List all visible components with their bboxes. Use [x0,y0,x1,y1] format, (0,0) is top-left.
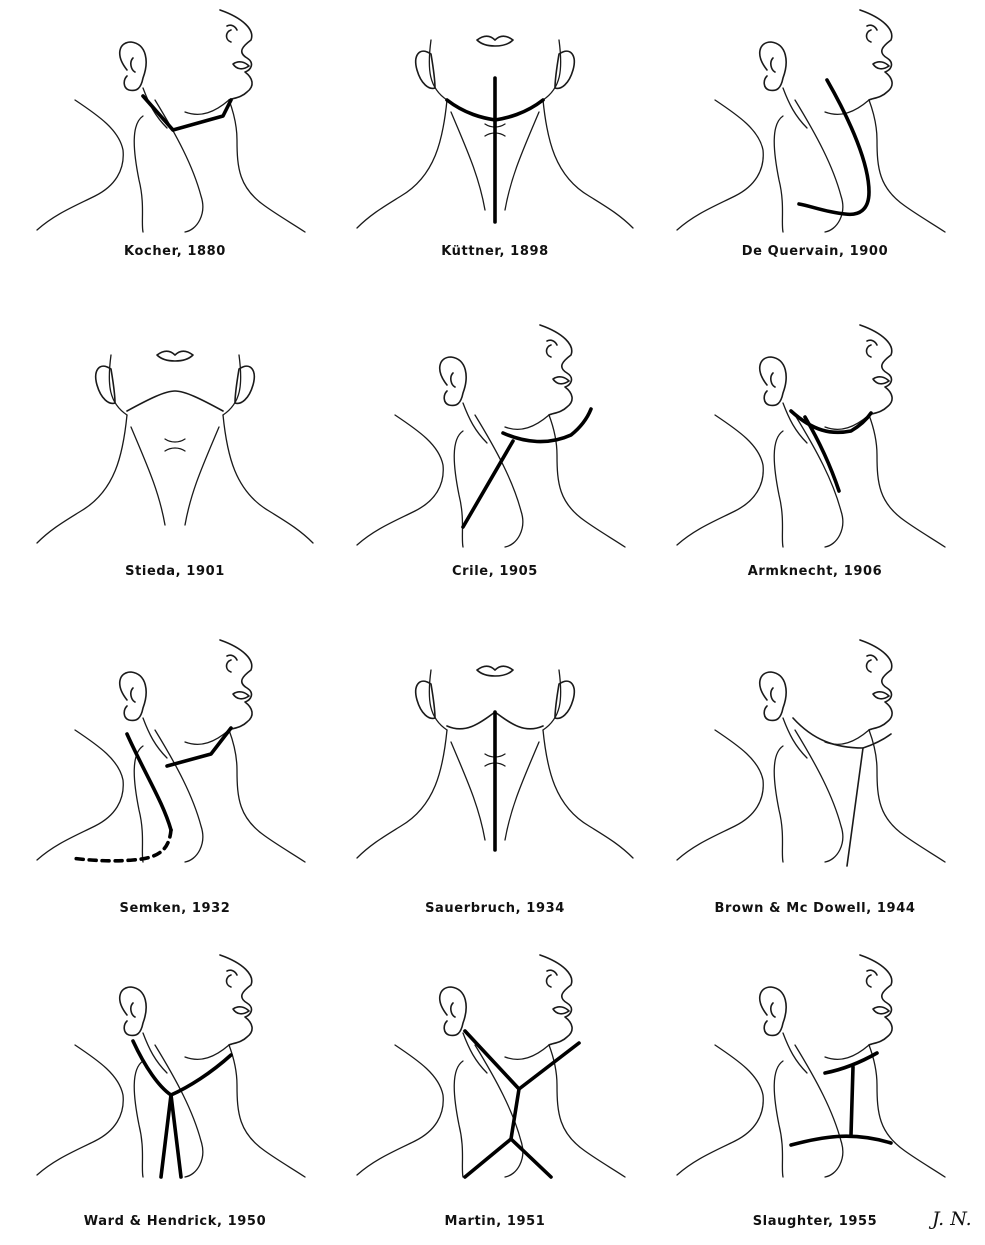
panel-sauerbruch: Sauerbruch, 1934 [335,630,655,930]
panel-caption: Sauerbruch, 1934 [335,901,655,916]
panel-caption: Slaughter, 1955 [655,1214,975,1229]
panel-caption: Crile, 1905 [335,564,655,579]
panel-slaughter: Slaughter, 1955 [655,945,975,1245]
artist-signature: J. N. [932,1208,972,1230]
panel-kocher: Kocher, 1880 [15,0,335,300]
panel-martin: Martin, 1951 [335,945,655,1245]
panel-caption: De Quervain, 1900 [655,244,975,259]
panel-caption: Brown & Mc Dowell, 1944 [655,901,975,916]
panel-caption: Kocher, 1880 [15,244,335,259]
sauerbruch-neck-illustration [335,630,655,890]
kocher-neck-illustration [15,0,335,260]
semken-neck-illustration [15,630,335,890]
crile-neck-illustration [335,315,655,575]
panel-semken: Semken, 1932 [15,630,335,930]
ward-hendrick-neck-illustration [15,945,335,1205]
panel-de-quervain: De Quervain, 1900 [655,0,975,300]
panel-ward-hendrick: Ward & Hendrick, 1950 [15,945,335,1245]
armknecht-neck-illustration [655,315,975,575]
panel-crile: Crile, 1905 [335,315,655,615]
slaughter-neck-illustration [655,945,975,1205]
panel-caption: Küttner, 1898 [335,244,655,259]
panel-caption: Stieda, 1901 [15,564,335,579]
panel-caption: Armknecht, 1906 [655,564,975,579]
stieda-neck-illustration [15,315,335,575]
de-quervain-neck-illustration [655,0,975,260]
panel-brown-mcdowell: Brown & Mc Dowell, 1944 [655,630,975,930]
panel-caption: Ward & Hendrick, 1950 [15,1214,335,1229]
kuttner-neck-illustration [335,0,655,260]
panel-caption: Martin, 1951 [335,1214,655,1229]
martin-neck-illustration [335,945,655,1205]
brown-mcdowell-neck-illustration [655,630,975,890]
panel-stieda: Stieda, 1901 [15,315,335,615]
panel-kuttner: Küttner, 1898 [335,0,655,300]
panel-armknecht: Armknecht, 1906 [655,315,975,615]
panel-caption: Semken, 1932 [15,901,335,916]
